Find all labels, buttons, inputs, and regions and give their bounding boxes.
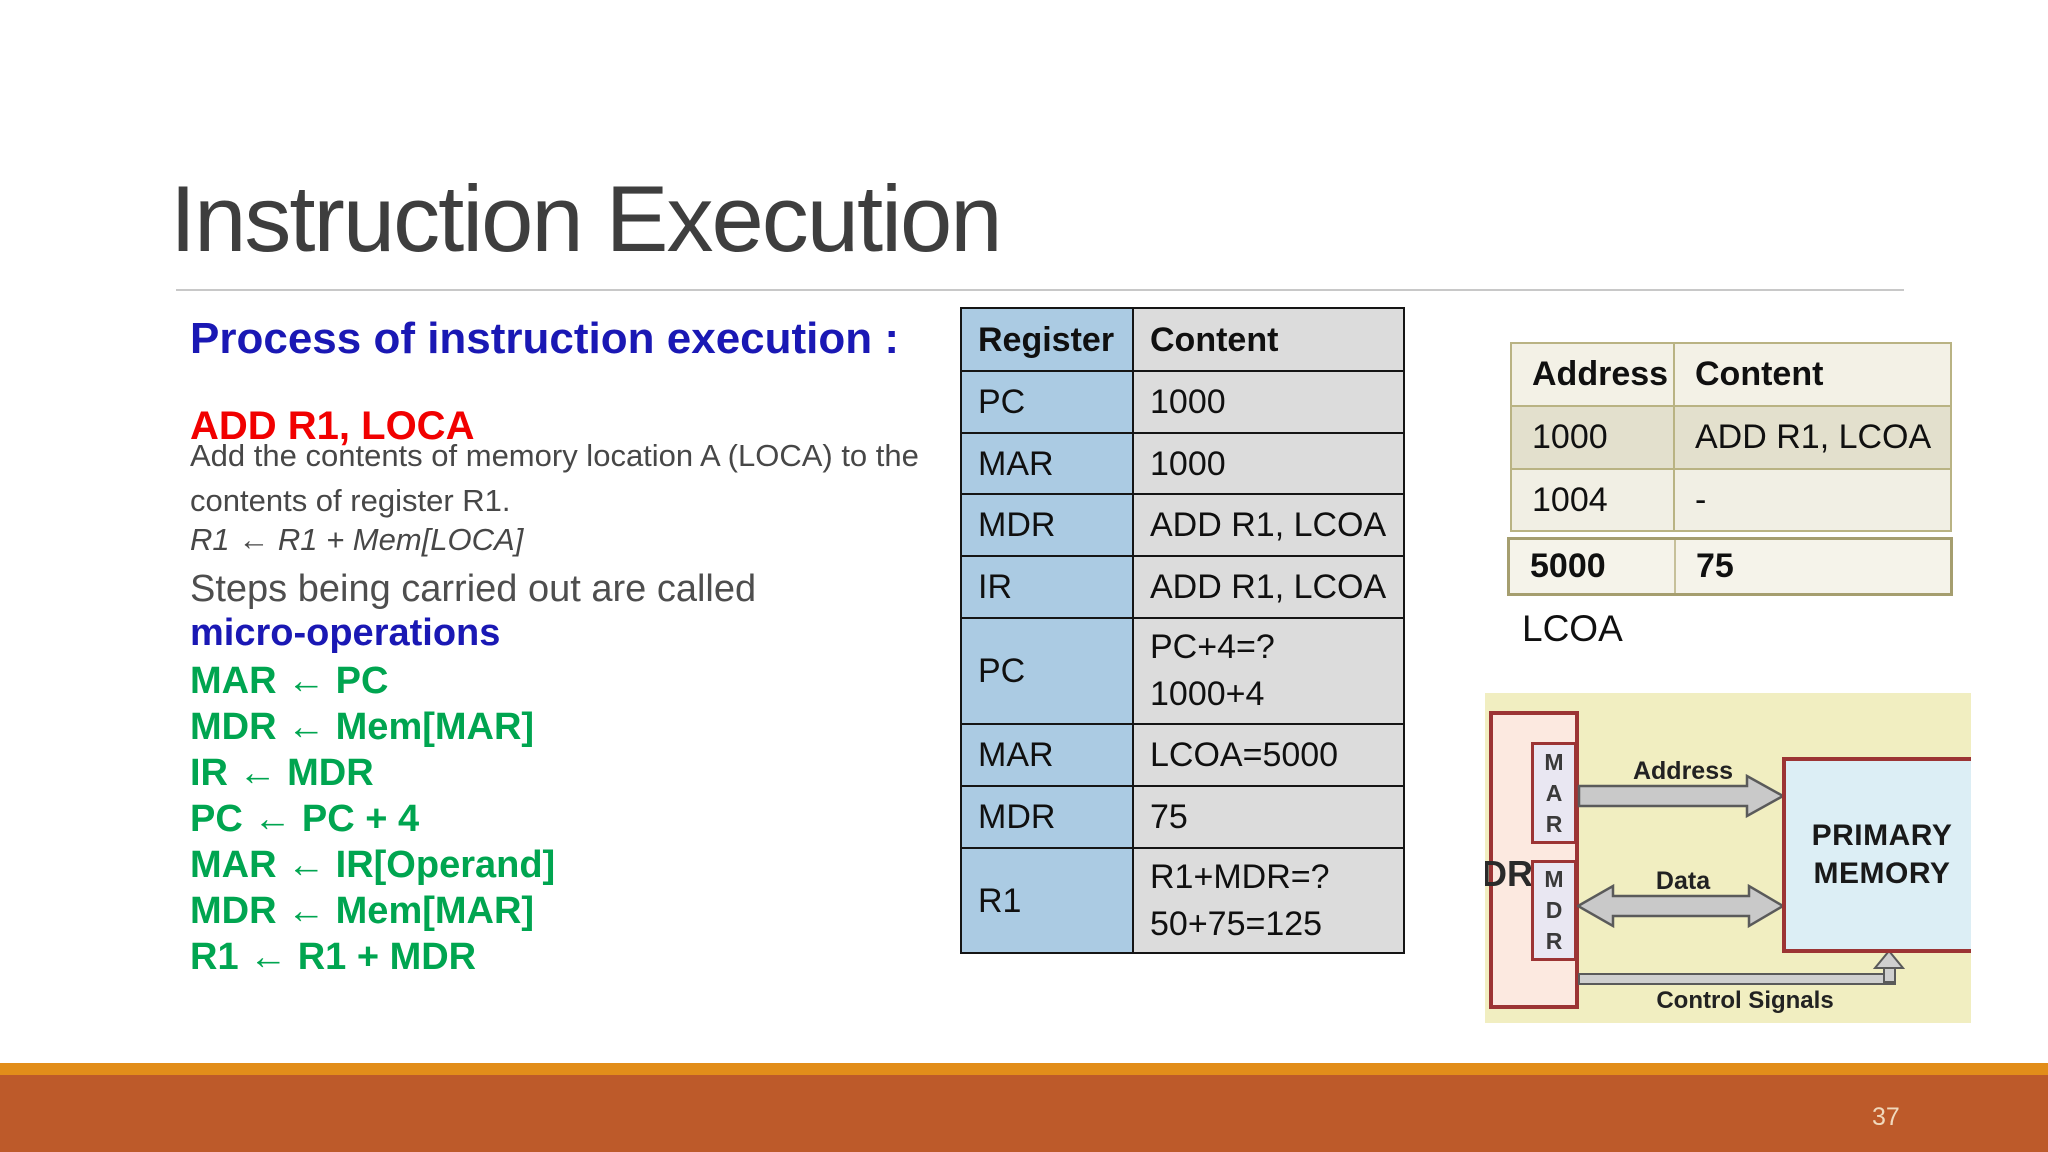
register-cell: R1 <box>960 847 1134 954</box>
content-line: PC+4=? <box>1150 628 1275 666</box>
address-cell: 1000 <box>1510 405 1675 470</box>
micro-op-line: R1 ← R1 + MDR <box>190 936 477 978</box>
mdr-letter: D <box>1545 897 1563 923</box>
content-header-cell: Content <box>1132 307 1405 372</box>
loca-caption: LCOA <box>1522 608 1623 649</box>
memory-table: Address Content 1000 ADD R1, LCOA 1004 - <box>1510 342 1952 532</box>
footer-bar <box>0 1075 2048 1152</box>
register-cell: IR <box>960 555 1134 619</box>
mar-register-box: M A R <box>1531 742 1577 844</box>
description-line-2: contents of register R1. <box>190 483 511 518</box>
content-cell: R1+MDR=? 50+75=125 <box>1132 847 1405 954</box>
page-title: Instruction Execution <box>170 166 1003 271</box>
table-row: R1 R1+MDR=? 50+75=125 <box>960 847 1405 954</box>
register-cell: MDR <box>960 785 1134 849</box>
table-row: 1004 - <box>1510 468 1952 532</box>
address-cell: 5000 <box>1510 540 1676 593</box>
register-table: Register Content PC 1000 MAR 1000 MDR AD… <box>960 307 1405 954</box>
primary-memory-line: MEMORY <box>1813 857 1951 890</box>
processor-partial-label: DR <box>1485 853 1533 894</box>
content-header-cell: Content <box>1673 342 1952 407</box>
control-signal-line <box>1578 973 1896 985</box>
content-line: 50+75=125 <box>1150 904 1323 943</box>
micro-op-line: MDR ← Mem[MAR] <box>190 706 535 748</box>
bus-arrows-graphic <box>1575 773 1906 985</box>
table-row: PC 1000 <box>960 370 1405 434</box>
content-cell: ADD R1, LCOA <box>1132 555 1405 619</box>
micro-op-line: MAR ← PC <box>190 660 389 702</box>
table-header-row: Register Content <box>960 307 1405 372</box>
register-cell: MDR <box>960 493 1134 557</box>
table-row: IR ADD R1, LCOA <box>960 555 1405 619</box>
table-row: MAR 1000 <box>960 432 1405 495</box>
table-header-row: Address Content <box>1510 342 1952 407</box>
mar-letter: A <box>1545 779 1563 806</box>
cpu-memory-diagram: DR M A R M D R Address Data Control Sign… <box>1485 693 1971 1023</box>
content-cell: 75 <box>1132 785 1405 849</box>
process-heading: Process of instruction execution : <box>190 314 900 363</box>
register-cell: MAR <box>960 723 1134 787</box>
register-cell: PC <box>960 370 1134 434</box>
table-row: 1000 ADD R1, LCOA <box>1510 405 1952 470</box>
content-cell: 1000 <box>1132 432 1405 495</box>
address-bus-label: Address <box>1632 757 1734 785</box>
steps-intro: Steps being carried out are called <box>190 568 757 610</box>
content-cell: - <box>1673 468 1952 532</box>
mar-letter: R <box>1545 810 1563 837</box>
mdr-letter: R <box>1545 928 1563 954</box>
page-number: 37 <box>1872 1103 1900 1131</box>
description-line-1: Add the contents of memory location A (L… <box>190 438 919 473</box>
address-bus-arrow <box>1577 773 1786 819</box>
mdr-register-box: M D R <box>1531 860 1577 961</box>
micro-op-line: IR ← MDR <box>190 752 374 794</box>
instruction-description: Add the contents of memory location A (L… <box>190 433 919 523</box>
micro-op-line: PC ← PC + 4 <box>190 798 420 840</box>
content-cell: LCOA=5000 <box>1132 723 1405 787</box>
content-cell: 75 <box>1696 547 1734 585</box>
micro-operations-term: micro-operations <box>190 612 501 654</box>
content-cell: ADD R1, LCOA <box>1673 405 1952 470</box>
register-header-cell: Register <box>960 307 1134 372</box>
primary-memory-box: PRIMARY MEMORY <box>1782 757 1971 953</box>
content-cell: ADD R1, LCOA <box>1132 493 1405 557</box>
table-row: PC PC+4=? 1000+4 <box>960 617 1405 725</box>
content-cell: PC+4=? 1000+4 <box>1132 617 1405 725</box>
register-cell: PC <box>960 617 1134 725</box>
table-row: MDR ADD R1, LCOA <box>960 493 1405 557</box>
title-divider <box>176 289 1904 291</box>
mdr-letter: M <box>1544 866 1564 892</box>
instruction-text: ADD R1, LOCA <box>190 404 475 448</box>
data-bus-label: Data <box>1655 867 1711 895</box>
primary-memory-line: PRIMARY <box>1811 819 1953 852</box>
content-line: 1000+4 <box>1150 675 1265 713</box>
content-cell: 1000 <box>1132 370 1405 434</box>
register-cell: MAR <box>960 432 1134 495</box>
address-cell: 1004 <box>1510 468 1675 532</box>
micro-op-line: MDR ← Mem[MAR] <box>190 890 535 932</box>
content-line: R1+MDR=? <box>1150 857 1330 896</box>
address-header-cell: Address <box>1510 342 1675 407</box>
mar-letter: M <box>1544 748 1564 775</box>
rtl-formula: R1 ← R1 + Mem[LOCA] <box>190 522 524 557</box>
control-signals-label: Control Signals <box>1656 987 1834 1014</box>
control-signal-arrowhead <box>1872 949 1906 969</box>
micro-operations-list: MAR ← PC MDR ← Mem[MAR] IR ← MDR PC ← PC… <box>190 658 555 980</box>
table-row: MAR LCOA=5000 <box>960 723 1405 787</box>
footer-accent-strip <box>0 1063 2048 1075</box>
micro-op-line: MAR ← IR[Operand] <box>190 844 556 886</box>
table-row: MDR 75 <box>960 785 1405 849</box>
memory-highlight-row: 5000 75 <box>1507 537 1953 596</box>
